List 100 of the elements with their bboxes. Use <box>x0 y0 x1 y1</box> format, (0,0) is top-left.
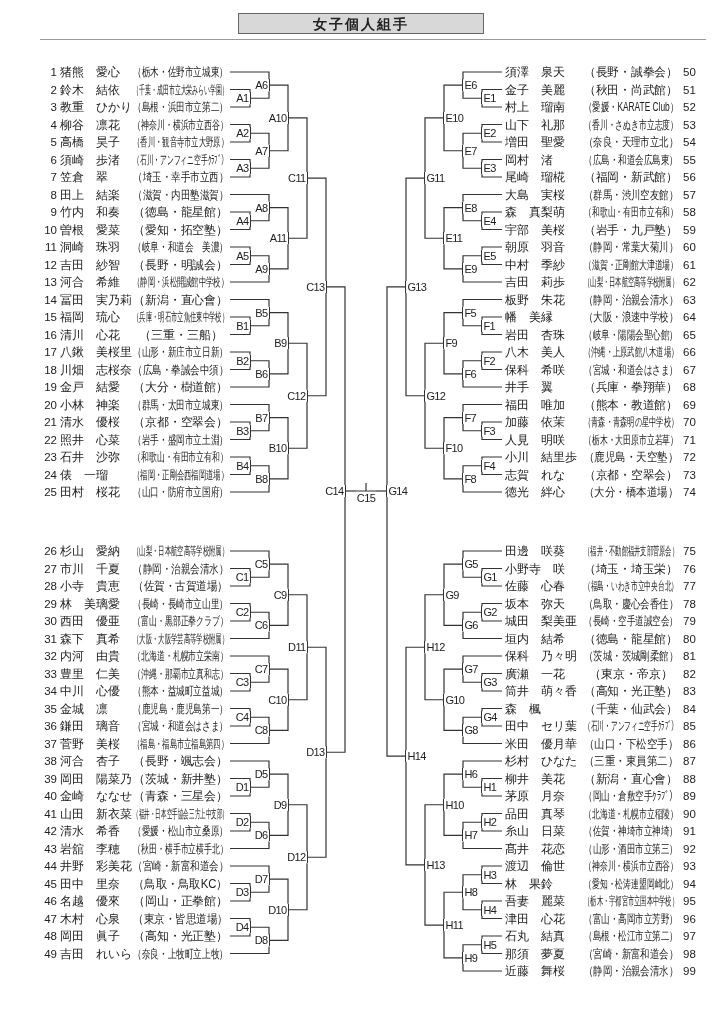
player-number: 96 <box>683 911 697 927</box>
player-name: 俵 一瑠 <box>60 467 108 483</box>
bracket-line <box>462 821 483 830</box>
match-number: G13 <box>405 280 427 293</box>
player-number: 35 <box>43 701 57 717</box>
affiliation: （長崎・長崎市立山里） <box>133 595 229 612</box>
player-name: 森 楓 <box>505 701 541 717</box>
match-number: H7 <box>462 829 478 842</box>
player-number: 64 <box>683 310 697 325</box>
bracket-line <box>462 360 483 369</box>
match-number: F3 <box>481 424 496 437</box>
affiliation: （静岡・常葉大菊川） <box>584 239 678 255</box>
bracket-line <box>462 944 483 953</box>
player-name: 岩田 杏珠 <box>505 327 565 343</box>
affiliation: （和歌山・有田市立有和） <box>584 204 679 220</box>
bracket-line <box>268 453 289 480</box>
player-number: 10 <box>43 222 57 238</box>
affiliation: （宮城・和道会はさま） <box>133 718 229 734</box>
player-number: 7 <box>49 170 57 185</box>
affiliation: （三重・三船） <box>138 326 223 343</box>
player-number: 11 <box>44 240 57 255</box>
affiliation: （青森・三星会） <box>133 788 229 804</box>
player-name: 川畑 志桜奈 <box>60 362 132 378</box>
player-number: 28 <box>43 579 57 594</box>
player-name: 岩舘 李穂 <box>60 841 120 857</box>
affiliation: （大分・橋本道場） <box>584 484 678 500</box>
bracket-line <box>229 550 270 559</box>
bracket-line <box>481 617 503 622</box>
player-name: 市川 千夏 <box>60 561 120 577</box>
player-name: 石丸 結真 <box>505 929 565 944</box>
player-number: 26 <box>43 544 57 559</box>
bracket-line <box>268 417 289 443</box>
bracket-line <box>229 882 251 887</box>
match-number: E10 <box>443 111 464 124</box>
player-name: 板野 朱花 <box>505 292 565 308</box>
player-name: 中村 季紗 <box>505 257 565 273</box>
match-number: C14 <box>325 485 346 497</box>
match-number: F9 <box>443 337 458 350</box>
affiliation: （奈良・天理市立北） <box>584 134 678 150</box>
player-name: 渡辺 倫世 <box>505 859 565 874</box>
match-number: F7 <box>462 411 477 424</box>
bracket-line <box>249 90 270 99</box>
bracket-line <box>424 117 445 173</box>
player-name: 柳井 美花 <box>505 771 565 787</box>
bracket-line <box>462 897 483 911</box>
bracket-line <box>481 950 503 955</box>
affiliation: （福島・いわき市立中央台北） <box>584 578 679 594</box>
player-number: 4 <box>49 117 57 133</box>
affiliation: （岡山・正拳館） <box>133 893 229 909</box>
match-number: C5 <box>254 558 270 571</box>
bracket-line <box>443 312 464 338</box>
player-number: 84 <box>683 701 697 717</box>
match-number: H2 <box>481 816 497 829</box>
bracket-line <box>462 550 503 559</box>
bracket-line <box>249 779 270 788</box>
bracket-line <box>405 646 426 751</box>
player-name: 鈴木 結依 <box>60 82 120 98</box>
affiliation: （静岡・治親会清水） <box>584 963 678 979</box>
bracket-line <box>386 496 407 757</box>
bracket-line <box>229 840 270 850</box>
bracket-line <box>229 193 270 203</box>
player-number: 8 <box>49 187 57 203</box>
title-banner: 女子個人組手 <box>238 13 484 34</box>
bracket-line <box>268 123 289 152</box>
bracket-line <box>481 812 503 817</box>
bracket-line <box>462 874 483 887</box>
player-name: 福岡 琉心 <box>60 310 120 325</box>
player-number: 90 <box>683 806 697 822</box>
player-number: 87 <box>683 754 697 769</box>
affiliation: （滋賀・内田塾滋賀） <box>133 186 229 203</box>
bracket-line <box>481 777 503 782</box>
player-number: 41 <box>43 806 57 822</box>
affiliation: （山梨・日本航空高等学校附属） <box>584 274 678 290</box>
player-name: 曽根 愛菜 <box>60 222 120 238</box>
player-number: 47 <box>43 911 57 927</box>
match-number: B10 <box>268 442 289 455</box>
player-name: 杉山 愛納 <box>60 544 120 559</box>
affiliation: （沖縄・那覇市立真和志） <box>133 665 229 682</box>
player-name: 清水 優桜 <box>60 415 120 430</box>
bracket-line <box>287 401 308 449</box>
match-number: G7 <box>462 663 478 676</box>
player-name: 八木 美人 <box>505 345 565 360</box>
player-name: 金崎 ななせ <box>60 789 132 804</box>
affiliation: （愛媛・松山市立桑原） <box>133 823 229 839</box>
player-name: 田中 セリ葉 <box>505 719 577 734</box>
match-number: C1 <box>235 571 251 584</box>
bracket-line <box>481 331 503 336</box>
affiliation: （宮崎・新富和道会） <box>584 945 678 962</box>
match-number: B6 <box>255 367 270 380</box>
player-number: 45 <box>43 876 57 892</box>
affiliation: （鹿児島・天空塾） <box>584 449 678 465</box>
affiliation: （兵庫・明石市立魚住東中学校） <box>133 309 229 325</box>
affiliation: （千葉・仙武会） <box>584 700 678 717</box>
player-name: 西田 優亜 <box>60 614 120 629</box>
player-name: 清川 心花 <box>60 327 120 343</box>
match-number: D1 <box>235 781 251 794</box>
player-number: 63 <box>683 292 697 308</box>
match-number: E1 <box>481 92 496 105</box>
match-number: C13 <box>306 280 327 293</box>
player-number: 38 <box>43 754 57 769</box>
